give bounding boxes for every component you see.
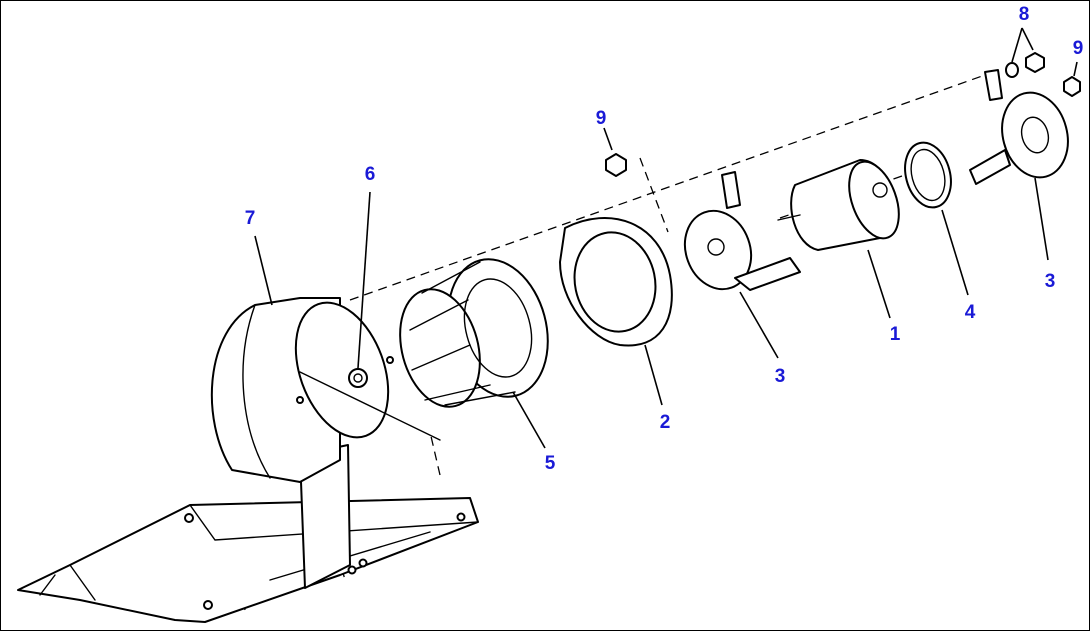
- housing-center-nut: [348, 368, 368, 388]
- callouts: 7 6 5 2 3 1 4 3 9 8 9: [245, 4, 1084, 474]
- motor-bracket-front: [683, 171, 801, 291]
- callout-3-front: 3: [775, 366, 786, 387]
- mounting-plate: [559, 217, 673, 347]
- callout-3-rear: 3: [1045, 271, 1056, 292]
- callout-7: 7: [245, 208, 256, 229]
- callout-4: 4: [965, 302, 976, 323]
- callout-9-middle: 9: [596, 108, 607, 129]
- blower-housing: [17, 297, 479, 623]
- callout-9-right: 9: [1073, 38, 1084, 59]
- nuts-8: [1005, 52, 1045, 78]
- blower-motor: [777, 159, 900, 251]
- callout-2: 2: [660, 412, 671, 433]
- callout-1: 1: [890, 324, 901, 345]
- retaining-ring: [904, 141, 952, 209]
- callout-8: 8: [1019, 4, 1030, 25]
- motor-bracket-rear: [969, 69, 1069, 185]
- callout-5: 5: [545, 453, 556, 474]
- nut-9-middle: [605, 153, 627, 177]
- blower-wheel: [399, 258, 549, 408]
- leader-lines: [254, 27, 1078, 449]
- nut-9-right: [1063, 76, 1081, 97]
- callout-6: 6: [365, 164, 376, 185]
